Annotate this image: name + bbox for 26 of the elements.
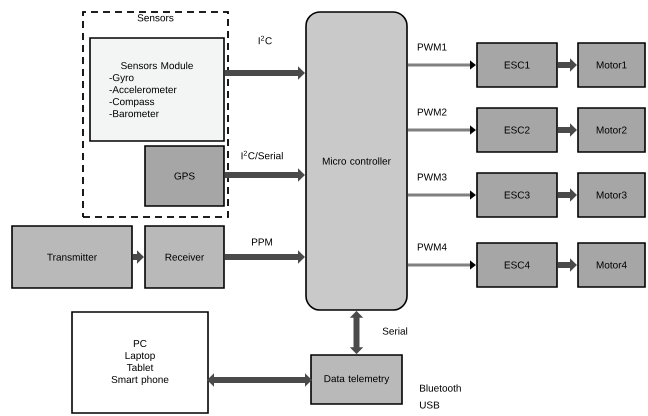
process-box: ESC2 xyxy=(476,107,558,153)
arrow xyxy=(207,373,312,387)
process-box: ESC1 xyxy=(476,42,558,88)
module-box: Sensors Module -Gyro -Accelerometer -Compass -Barometer xyxy=(89,37,225,142)
edge-label: PPM xyxy=(250,238,274,246)
edge-label: I$^{2}$C xyxy=(256,34,274,46)
process-box: Transmitter xyxy=(11,225,133,289)
edge-label: I$^{2}$C/Serial xyxy=(240,150,284,160)
edge-label: PWM2 xyxy=(416,108,448,116)
edge-label: PWM3 xyxy=(416,172,448,182)
process-box: Receiver xyxy=(144,225,225,289)
process-box: ESC3 xyxy=(476,172,558,218)
process-box: Motor3 xyxy=(577,172,646,218)
process-box: Data telemetry xyxy=(310,354,403,405)
module-box: GPS xyxy=(144,145,225,207)
side-note: Bluetooth xyxy=(420,384,461,392)
controller-box: Micro controller xyxy=(305,11,408,311)
process-box: Motor1 xyxy=(577,42,646,88)
process-box: Motor2 xyxy=(577,107,646,153)
process-box: Motor4 xyxy=(577,242,646,288)
side-note: USB xyxy=(420,401,440,409)
edge-label: PWM1 xyxy=(416,42,448,52)
process-box: ESC4 xyxy=(476,242,558,288)
edge-label: Serial xyxy=(381,326,409,336)
edge-label: PWM4 xyxy=(416,242,448,252)
device-box: PC Laptop Tablet Smart phone xyxy=(71,311,209,414)
